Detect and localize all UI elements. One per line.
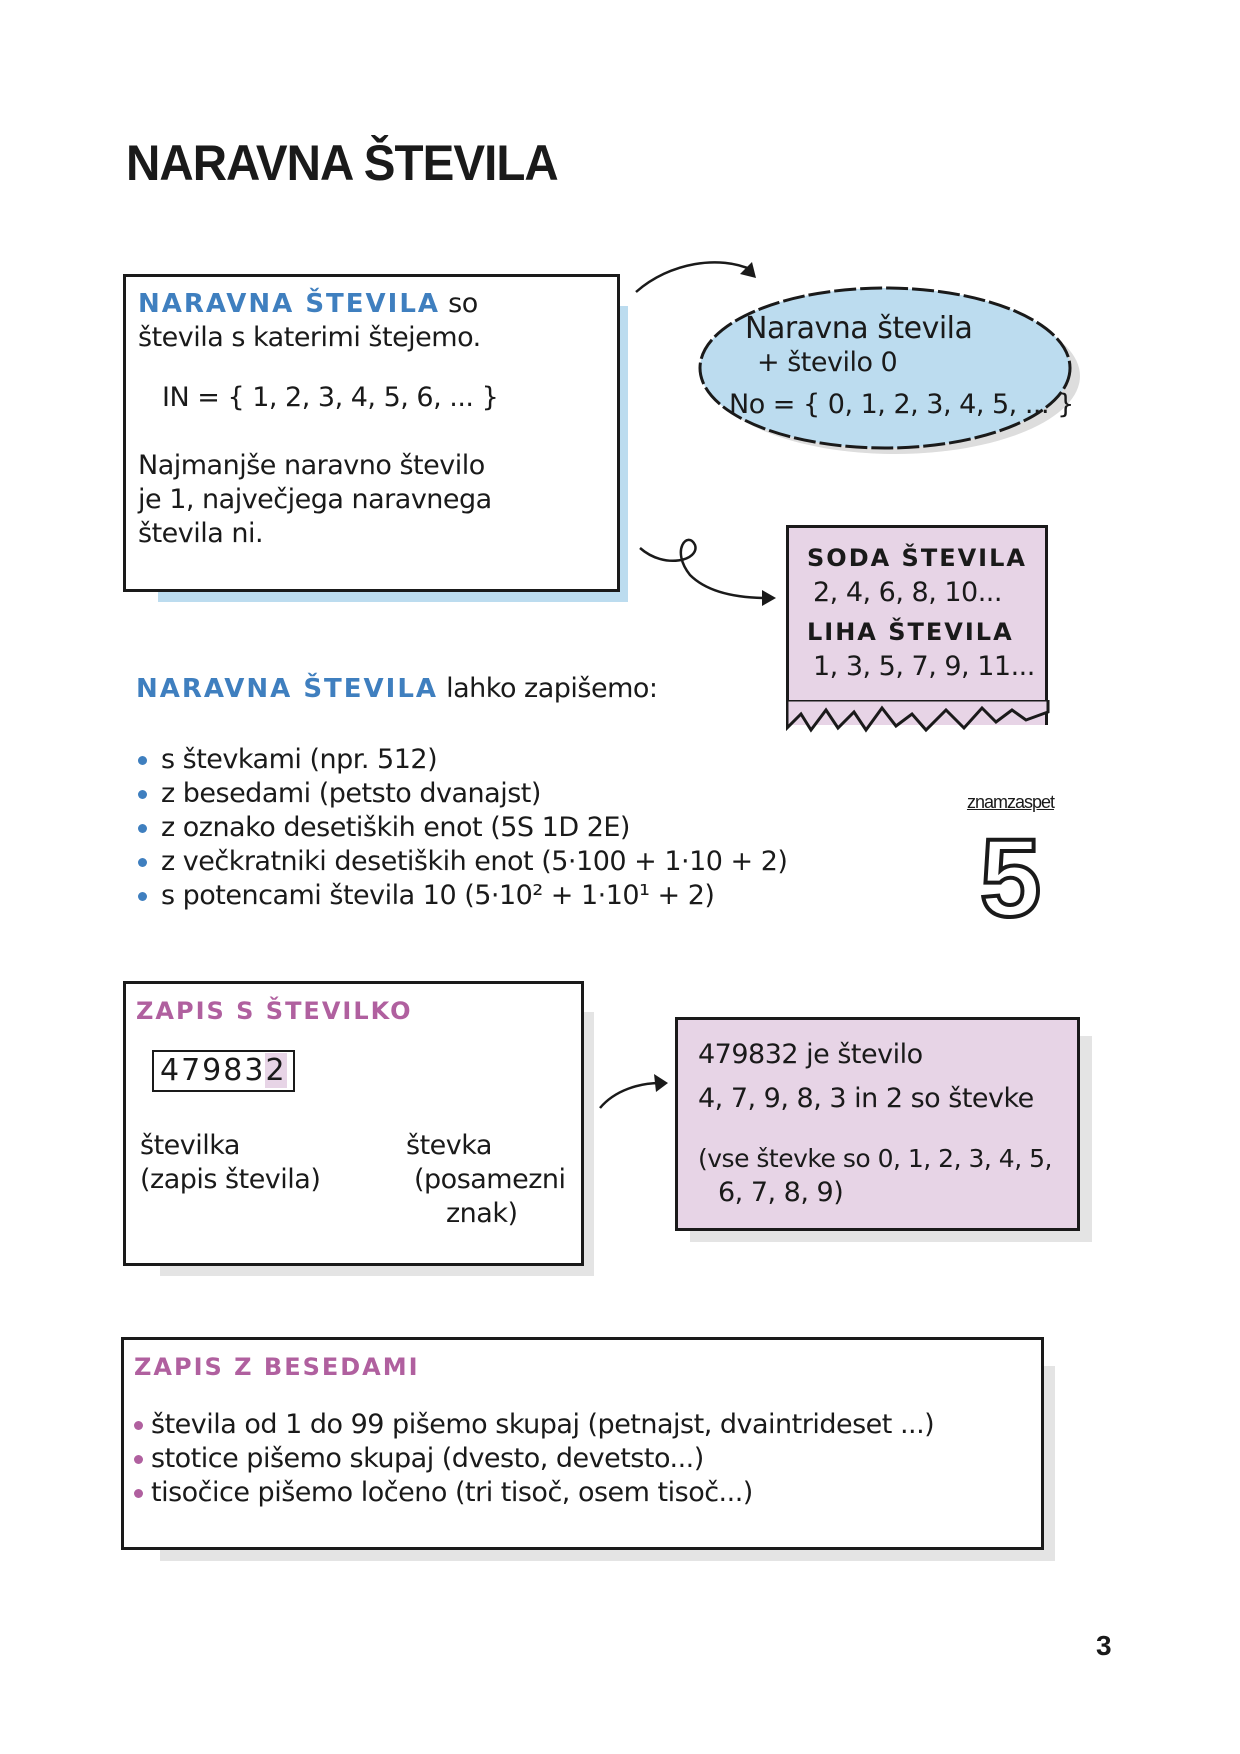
cloud-line: No = { 0, 1, 2, 3, 4, 5, ... } [729, 389, 1074, 420]
list-item: s potencami števila 10 (5·10² + 1·10¹ + … [138, 879, 787, 913]
digit-box: ZAPIS S ŠTEVILKO 479832 številka (zapis … [123, 981, 584, 1266]
item-text: s števkami (npr. 512) [161, 744, 438, 775]
item-text: stotice pišemo skupaj (dvesto, devetsto.… [151, 1443, 704, 1474]
text: so [448, 288, 478, 319]
list-item: stotice pišemo skupaj (dvesto, devetsto.… [134, 1442, 1031, 1476]
even-odd-box: SODA ŠTEVILA 2, 4, 6, 8, 10... LIHA ŠTEV… [786, 525, 1048, 725]
logo-digit: 5 [978, 815, 1043, 942]
words-box: ZAPIS Z BESEDAMI števila od 1 do 99 piše… [121, 1337, 1044, 1550]
number: 47983 [160, 1053, 266, 1088]
bullet-icon [138, 857, 147, 867]
notation-list: s števkami (npr. 512) z besedami (petsto… [138, 743, 788, 913]
label: števka [406, 1130, 492, 1161]
term: NARAVNA ŠTEVILA [136, 674, 439, 704]
odd-title: LIHA ŠTEVILA [807, 618, 1014, 646]
cloud-text: Naravna števila + število 0 No = { 0, 1,… [729, 311, 1074, 422]
explain-line: 6, 7, 8, 9) [718, 1177, 844, 1208]
right-label: števka (posamezni znak) [406, 1129, 566, 1231]
highlighted-digit: 2 [265, 1053, 287, 1088]
page-title: NARAVNA ŠTEVILA [126, 135, 559, 191]
cloud-line: + število 0 [757, 347, 898, 378]
number-box: 479832 [152, 1050, 295, 1092]
bullet-icon [138, 789, 147, 799]
bullet-icon [134, 1454, 143, 1464]
bullet-icon [134, 1420, 143, 1430]
bullet-icon [138, 755, 147, 765]
list-item: z besedami (petsto dvanajst) [138, 777, 787, 811]
torn-edge [786, 700, 1050, 733]
even-title: SODA ŠTEVILA [807, 544, 1027, 572]
list-item: števila od 1 do 99 pišemo skupaj (petnaj… [134, 1408, 1031, 1442]
cloud-line: Naravna števila [745, 311, 973, 346]
digit-explain-box: 479832 je število 4, 7, 9, 8, 3 in 2 so … [675, 1017, 1080, 1231]
label: (posamezni [414, 1164, 566, 1195]
note-line: Najmanjše naravno število [138, 450, 485, 481]
digit-box-title: ZAPIS S ŠTEVILKO [136, 997, 413, 1025]
cloud-shape [698, 286, 1080, 454]
natural-set: IN = { 1, 2, 3, 4, 5, 6, ... } [162, 382, 499, 413]
definition-text: števila s katerimi štejemo. [138, 322, 481, 353]
list-item: tisočice pišemo ločeno (tri tisoč, osem … [134, 1476, 1031, 1510]
item-text: z večkratniki desetiških enot (5·100 + 1… [161, 846, 788, 877]
explain-line: (vse števke so 0, 1, 2, 3, 4, 5, [698, 1144, 1052, 1173]
item-text: tisočice pišemo ločeno (tri tisoč, osem … [151, 1477, 753, 1508]
note-line: je 1, največjega naravnega [138, 484, 492, 515]
logo: znamzaspet 5 [948, 790, 1073, 944]
explain-line: 479832 je število [698, 1039, 923, 1070]
list-item: z oznako desetiških enot (5S 1D 2E) [138, 811, 787, 845]
label: (zapis števila) [140, 1164, 321, 1195]
even-values: 2, 4, 6, 8, 10... [813, 577, 1002, 608]
definition-box: NARAVNA ŠTEVILA so števila s katerimi št… [123, 274, 620, 592]
item-text: z besedami (petsto dvanajst) [161, 778, 541, 809]
item-text: s potencami števila 10 (5·10² + 1·10¹ + … [161, 880, 715, 911]
note-line: števila ni. [138, 518, 264, 549]
bullet-icon [138, 891, 147, 901]
bullet-icon [134, 1488, 143, 1498]
item-text: z oznako desetiških enot (5S 1D 2E) [161, 812, 630, 843]
odd-values: 1, 3, 5, 7, 9, 11... [813, 651, 1035, 682]
list-item: z večkratniki desetiških enot (5·100 + 1… [138, 845, 788, 879]
label: znak) [446, 1198, 518, 1229]
page-number: 3 [1096, 1630, 1112, 1661]
item-text: števila od 1 do 99 pišemo skupaj (petnaj… [151, 1409, 935, 1440]
term: NARAVNA ŠTEVILA [138, 289, 441, 319]
words-box-title: ZAPIS Z BESEDAMI [134, 1353, 420, 1381]
label: številka [140, 1130, 240, 1161]
left-label: številka (zapis števila) [140, 1129, 321, 1197]
text: lahko zapišemo: [446, 673, 658, 704]
list-item: s števkami (npr. 512) [138, 743, 787, 777]
logo-text: znamzaspet [966, 792, 1055, 812]
bullet-icon [138, 823, 147, 833]
notation-heading: NARAVNA ŠTEVILA lahko zapišemo: [136, 672, 658, 706]
explain-line: 4, 7, 9, 8, 3 in 2 so števke [698, 1083, 1034, 1114]
